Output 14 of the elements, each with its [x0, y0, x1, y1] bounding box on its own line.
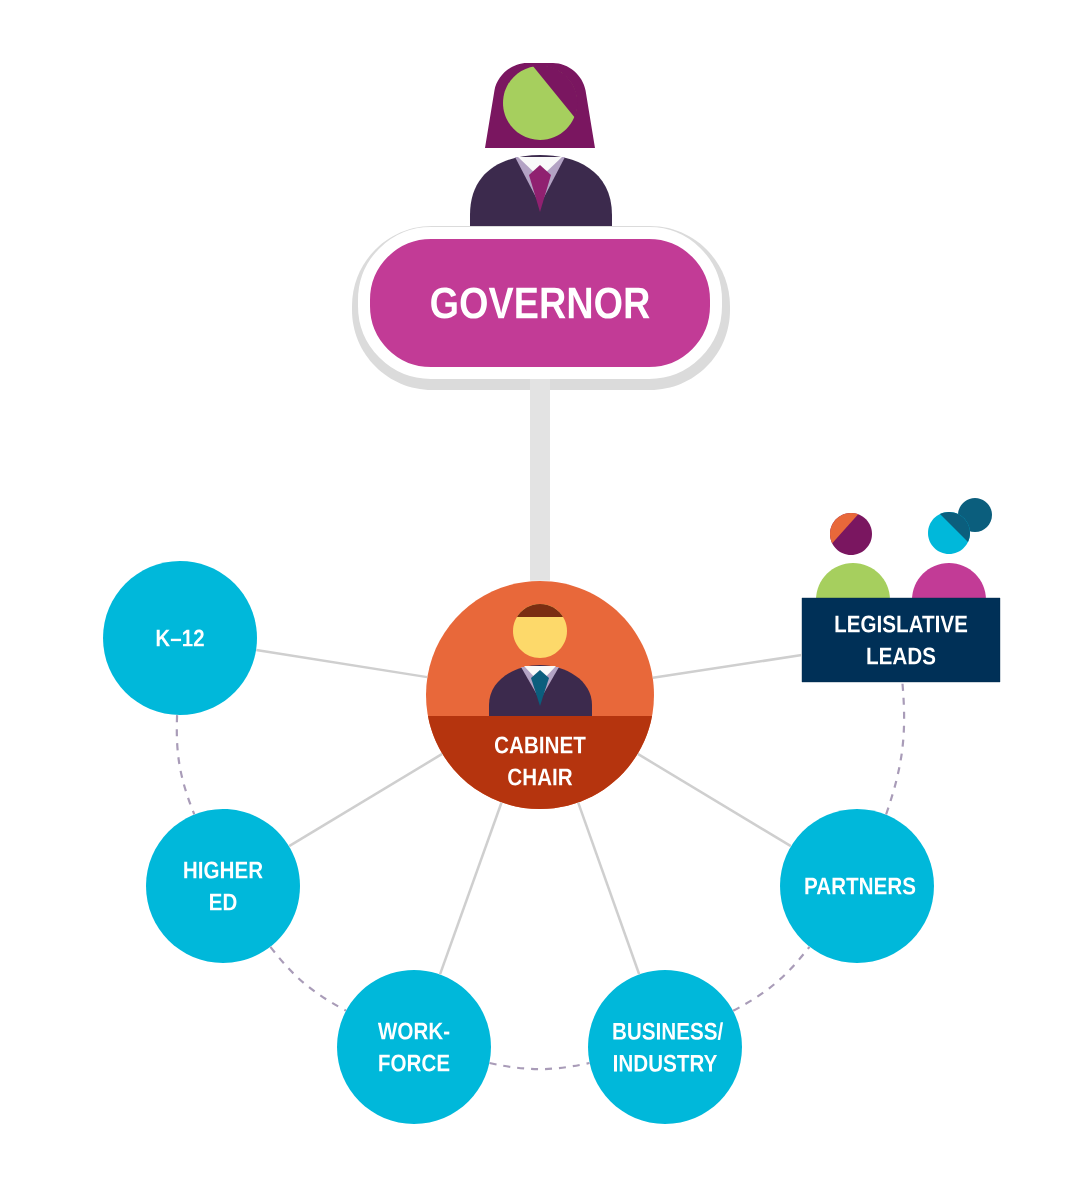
connector-line	[438, 802, 503, 975]
connector-line	[256, 648, 428, 679]
dashed-connector	[489, 1061, 590, 1071]
governor-pill: GOVERNOR	[352, 226, 730, 390]
dashed-connector	[269, 946, 347, 1012]
connector-line	[652, 653, 802, 679]
dashed-connector	[175, 715, 196, 815]
leads-box: LEGISLATIVE LEADS	[801, 597, 1001, 683]
dashed-connector	[732, 946, 811, 1012]
connector-line	[637, 752, 792, 848]
dashed-connector	[885, 682, 906, 815]
connector-line	[577, 802, 641, 975]
connector-bar	[530, 379, 550, 581]
connector-line	[288, 752, 443, 848]
